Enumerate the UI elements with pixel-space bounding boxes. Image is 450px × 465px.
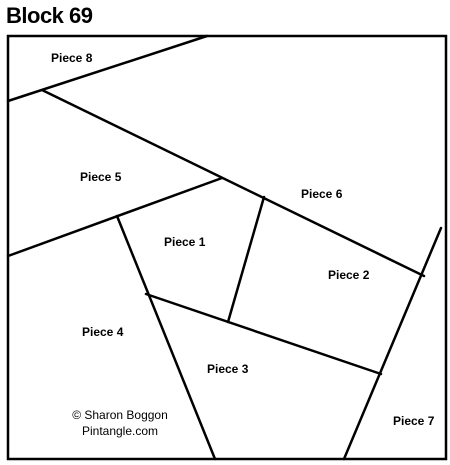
seam-piece-6 — [40, 88, 426, 278]
piece-2-label: Piece 2 — [328, 268, 370, 282]
seam-piece-3 — [144, 292, 383, 376]
seam-piece-1 — [226, 195, 266, 324]
credit-copyright: © Sharon Boggon — [72, 408, 168, 422]
piece-1-label: Piece 1 — [164, 235, 206, 249]
piece-8-label: Piece 8 — [51, 51, 93, 65]
piece-3-label: Piece 3 — [207, 362, 249, 376]
block-title: Block 69 — [6, 3, 93, 28]
piece-5-label: Piece 5 — [80, 170, 122, 184]
seam-piece-8 — [6, 34, 209, 103]
seam-piece-7 — [342, 226, 443, 461]
piece-4-label: Piece 4 — [82, 325, 124, 339]
piece-6-label: Piece 6 — [301, 187, 343, 201]
piece-7-label: Piece 7 — [393, 414, 435, 428]
block-border — [6, 34, 448, 461]
credit-website: Pintangle.com — [81, 424, 159, 438]
seam-piece-5 — [6, 176, 224, 258]
seam-piece-4 — [115, 214, 217, 461]
